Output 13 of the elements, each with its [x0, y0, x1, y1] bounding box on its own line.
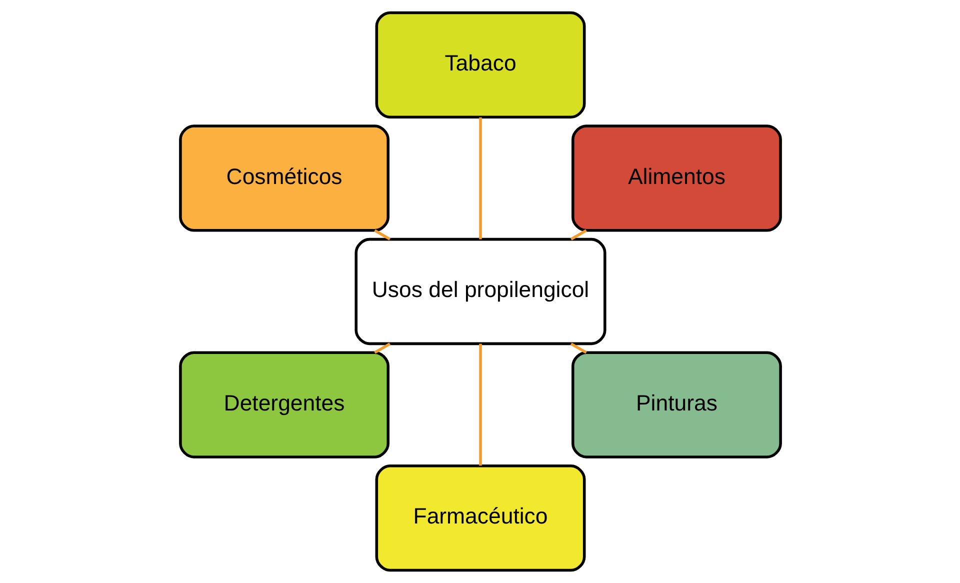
node-box: Tabaco	[374, 11, 586, 118]
connector	[374, 229, 390, 240]
connector	[478, 344, 482, 466]
node-box: Farmacéutico	[374, 464, 586, 572]
node-box: Pinturas	[571, 351, 782, 458]
connector	[570, 342, 586, 354]
connector	[478, 117, 482, 240]
connector	[374, 342, 390, 354]
node-box: Alimentos	[571, 124, 782, 232]
node-box: Cosméticos	[178, 124, 389, 232]
node-box: Usos del propilengicol	[354, 238, 606, 346]
node-box: Detergentes	[178, 351, 389, 458]
connector	[570, 229, 586, 240]
